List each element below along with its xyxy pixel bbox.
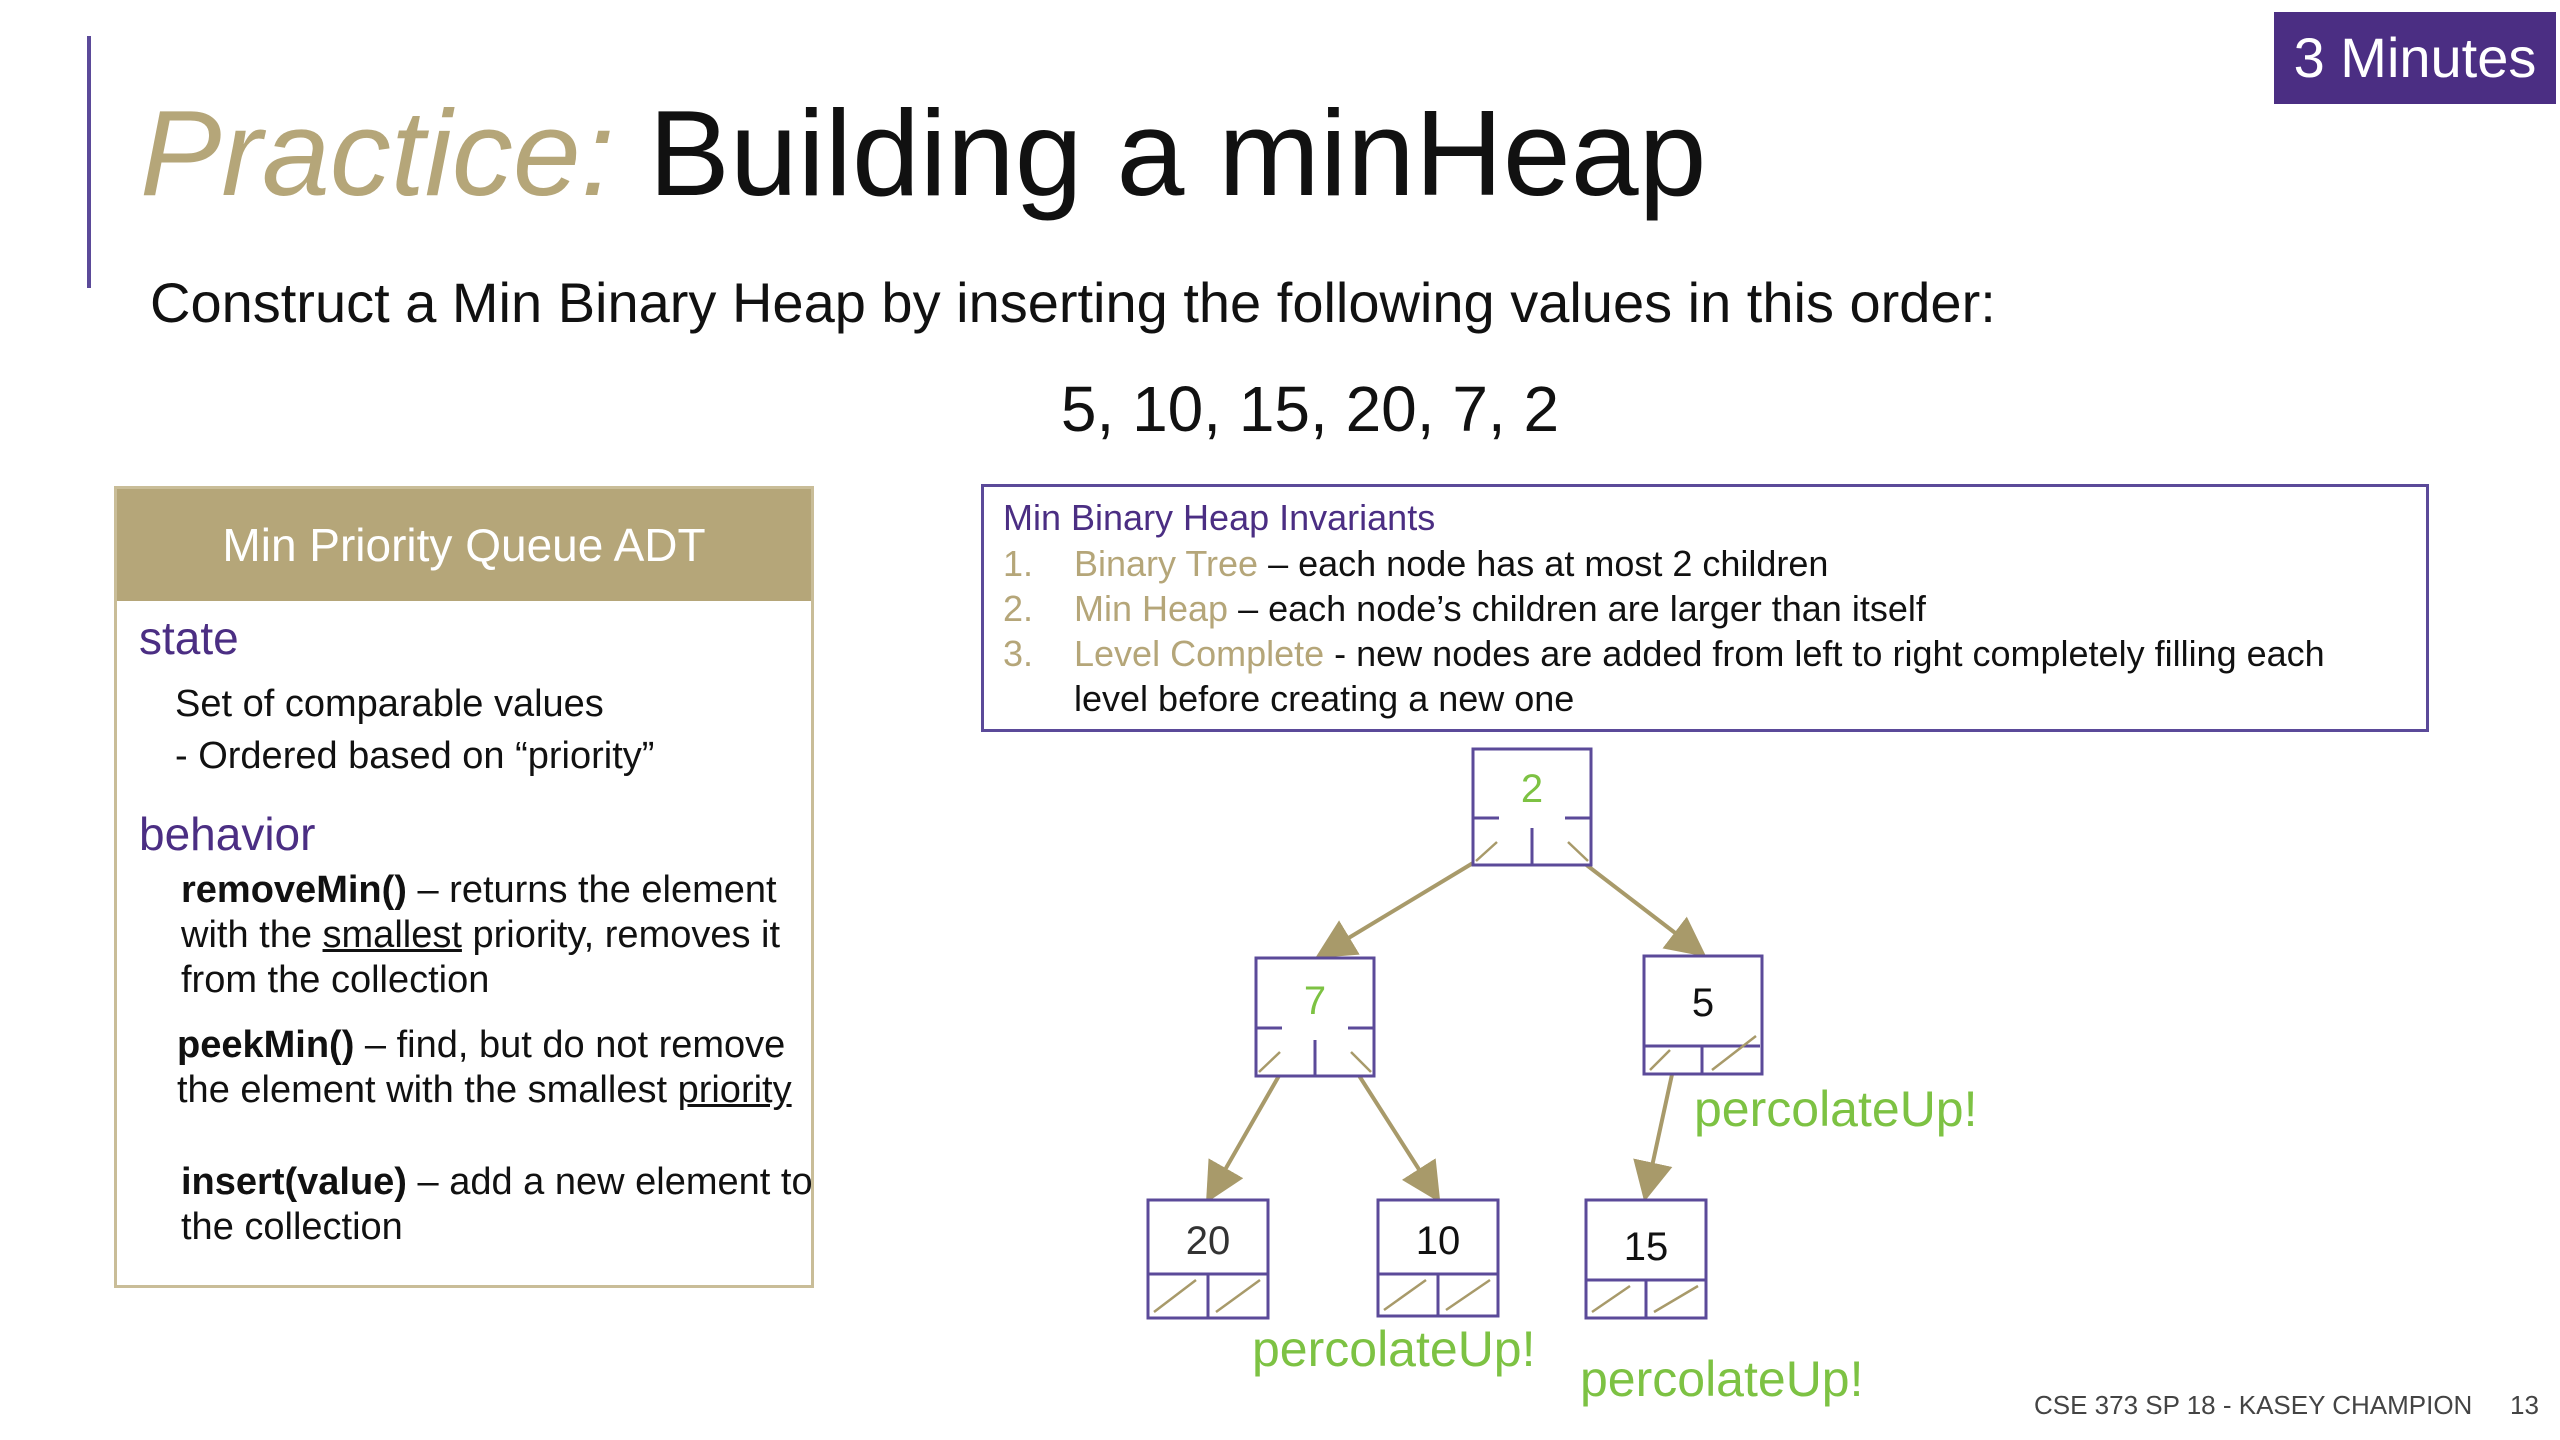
edge-root-right — [1578, 858, 1707, 957]
invariant-2: 2.Min Heap – each node’s children are la… — [1003, 588, 1926, 629]
insert-name: insert(value) — [181, 1161, 407, 1203]
node-left-value: 7 — [1304, 979, 1326, 1023]
edge-left-right — [1356, 1072, 1441, 1203]
footer-text: CSE 373 SP 18 - KASEY CHAMPION — [2034, 1390, 2473, 1420]
node-left-left-value: 20 — [1186, 1219, 1231, 1263]
node-left-right-value: 10 — [1416, 1219, 1461, 1263]
remove-min-name: removeMin() — [181, 869, 407, 911]
insert-line-2: the collection — [181, 1206, 403, 1248]
state-line-2: - Ordered based on “priority” — [175, 735, 655, 777]
node-root: 2 — [1471, 747, 1593, 867]
value-sequence: 5, 10, 15, 20, 7, 2 — [1060, 373, 1560, 445]
title-accent-bar — [87, 36, 91, 288]
node-right-left: 15 — [1584, 1198, 1708, 1320]
adt-header: Min Priority Queue ADT — [117, 489, 811, 601]
state-label: state — [139, 612, 239, 664]
remove-min-line-1: removeMin() – returns the element — [181, 869, 777, 911]
slide-title: Practice: Building a minHeap — [140, 80, 1706, 226]
edge-right-left — [1633, 1055, 1678, 1202]
node-right-left-value: 15 — [1624, 1225, 1669, 1269]
edge-left-left — [1206, 1073, 1282, 1203]
state-line-1: Set of comparable values — [175, 683, 604, 725]
page-number: 13 — [2510, 1390, 2539, 1420]
timer-badge: 3 Minutes — [2274, 12, 2556, 104]
peek-min-line-1: peekMin() – find, but do not remove — [177, 1024, 786, 1066]
node-right-value: 5 — [1692, 981, 1714, 1025]
tree-edges — [1206, 858, 1707, 1203]
insert-line-1: insert(value) – add a new element to — [181, 1161, 813, 1203]
node-left: 7 — [1254, 956, 1376, 1078]
invariants-title: Min Binary Heap Invariants — [1003, 497, 1436, 538]
node-root-value: 2 — [1521, 767, 1543, 811]
remove-min-line-2: with the smallest priority, removes it — [181, 914, 781, 956]
invariant-3-continued: level before creating a new one — [1074, 678, 1575, 719]
node-left-right: 10 — [1376, 1198, 1500, 1318]
percolate-up-label-bottom: percolateUp! — [1580, 1351, 1864, 1407]
remove-min-line-3: from the collection — [181, 959, 490, 1001]
title-lead: Practice: — [140, 85, 615, 221]
node-right: 5 — [1642, 954, 1764, 1076]
peek-min-name: peekMin() — [177, 1024, 355, 1066]
percolate-up-label-left: percolateUp! — [1252, 1321, 1536, 1377]
adt-box: Min Priority Queue ADT state Set of comp… — [114, 486, 814, 1288]
percolate-up-label-right: percolateUp! — [1694, 1081, 1978, 1137]
invariants-box: Min Binary Heap Invariants 1.Binary Tree… — [981, 484, 2429, 732]
behavior-label: behavior — [139, 808, 316, 860]
node-left-left: 20 — [1146, 1198, 1270, 1320]
edge-root-left — [1315, 858, 1480, 959]
peek-min-line-2: the element with the smallest priority — [177, 1069, 792, 1111]
invariant-3: 3.Level Complete - new nodes are added f… — [1003, 633, 2325, 674]
instruction-text: Construct a Min Binary Heap by inserting… — [150, 271, 1996, 334]
invariant-1: 1.Binary Tree – each node has at most 2 … — [1003, 543, 1829, 584]
title-main: Building a minHeap — [648, 85, 1707, 221]
